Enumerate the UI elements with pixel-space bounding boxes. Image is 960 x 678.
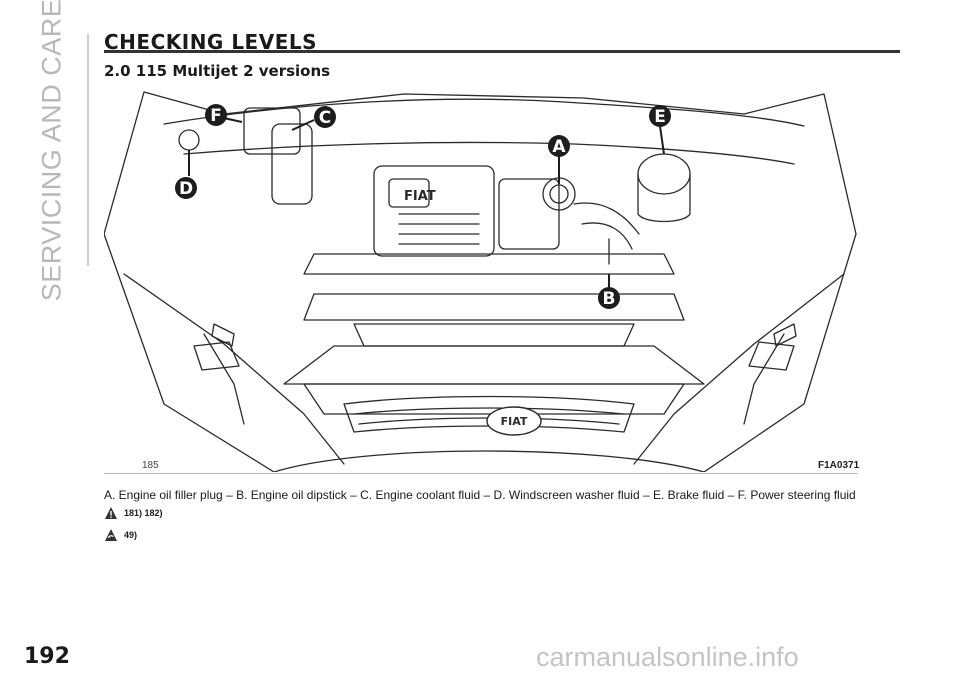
svg-text:E: E bbox=[654, 107, 666, 127]
svg-text:B: B bbox=[603, 289, 616, 309]
figure-code: F1A0371 bbox=[818, 460, 860, 471]
callout-a: A bbox=[548, 135, 570, 157]
figure-divider bbox=[104, 473, 858, 474]
callout-d: D bbox=[175, 177, 197, 199]
callout-c: C bbox=[314, 106, 336, 128]
title-divider bbox=[104, 50, 900, 53]
page-number: 192 bbox=[24, 644, 70, 669]
sidebar-divider bbox=[87, 34, 89, 266]
svg-text:D: D bbox=[179, 179, 193, 199]
callout-f: F bbox=[205, 104, 227, 126]
svg-text:F: F bbox=[210, 106, 222, 126]
section-label-text: SERVICING AND CARE bbox=[36, 0, 67, 302]
watermark: carmanualsonline.info bbox=[536, 642, 799, 672]
page-subtitle: 2.0 115 Multijet 2 versions bbox=[104, 62, 331, 80]
environment-hand-icon bbox=[105, 529, 117, 541]
figure-number: 185 bbox=[142, 460, 159, 471]
grille-badge-text: FIAT bbox=[501, 415, 528, 428]
engine-badge-text: FIAT bbox=[404, 189, 436, 204]
environment-refs: 49) bbox=[124, 530, 138, 540]
svg-text:A: A bbox=[552, 137, 566, 157]
hood-outline bbox=[104, 91, 857, 472]
sidebar-section-label: SERVICING AND CARE bbox=[22, 0, 82, 301]
svg-text:C: C bbox=[319, 108, 331, 128]
warning-refs-row: 181) 182) bbox=[104, 504, 163, 522]
grille-badge: FIAT bbox=[486, 406, 542, 436]
environment-refs-row: 49) bbox=[104, 526, 137, 544]
callout-b: B bbox=[598, 287, 620, 309]
warning-refs: 181) 182) bbox=[124, 508, 163, 518]
callout-e: E bbox=[649, 105, 671, 127]
figure-caption: A. Engine oil filler plug – B. Engine oi… bbox=[104, 488, 856, 502]
engine-bay-illustration: FIAT FIAT A B C D E F bbox=[104, 91, 857, 472]
warning-triangle-icon bbox=[105, 507, 117, 519]
